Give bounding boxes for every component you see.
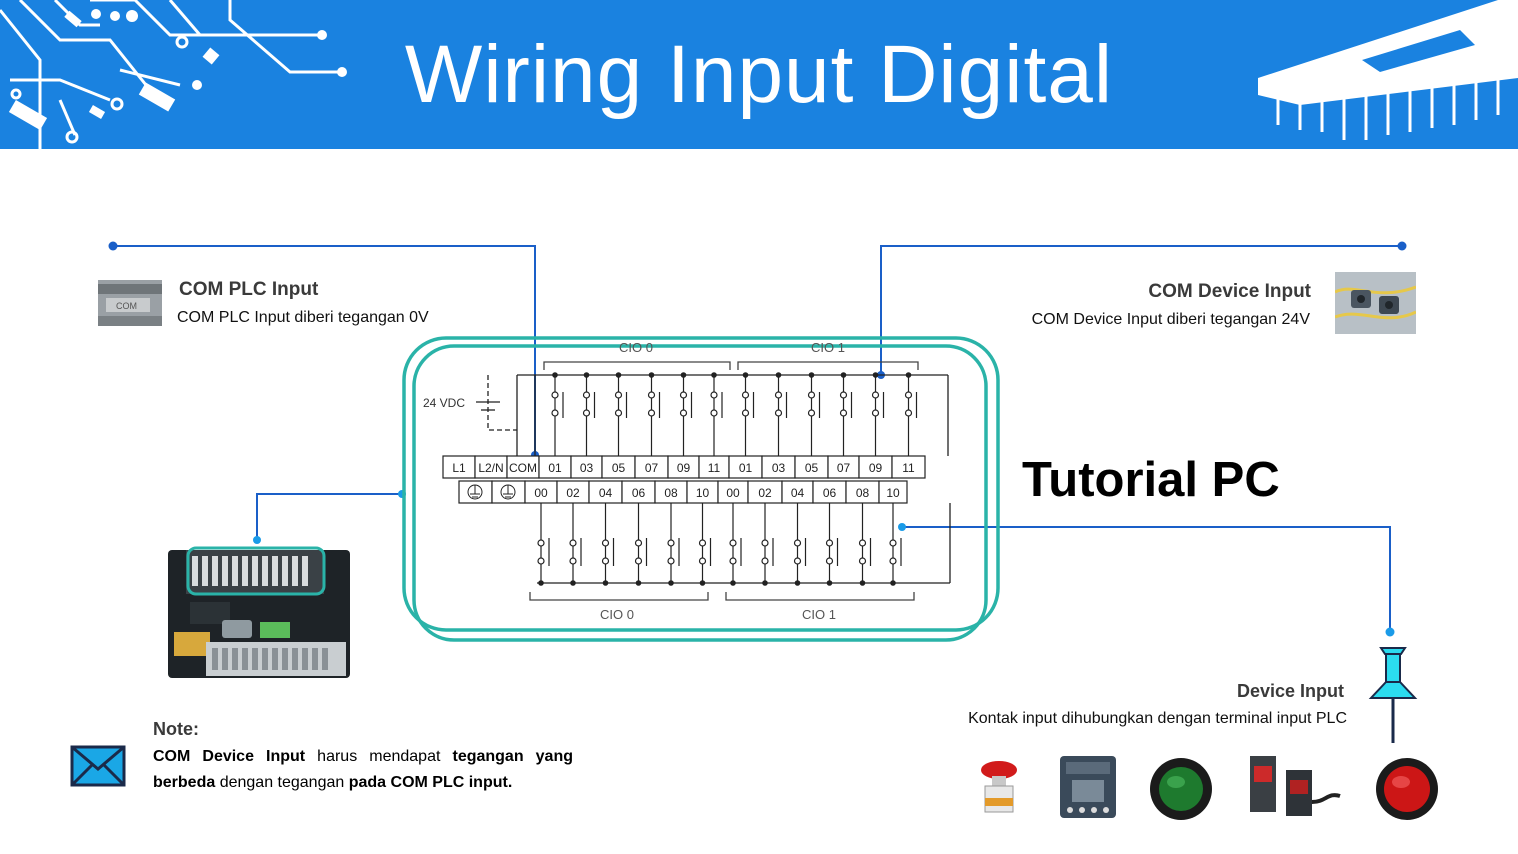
terminal-top-9: 01	[739, 461, 753, 475]
note-text-2: dengan tegangan	[215, 774, 349, 791]
supply-label: 24 VDC	[423, 396, 465, 410]
envelope-icon	[70, 745, 126, 787]
note-bold-3: pada COM PLC input.	[348, 774, 513, 791]
terminal-bottom-11: 10	[886, 486, 900, 500]
note-title: Note:	[153, 719, 199, 739]
input-contact-bottom-7	[761, 503, 774, 583]
terminal-bottom-9: 06	[823, 486, 837, 500]
terminal-top-10: 03	[772, 461, 786, 475]
svg-text:COM: COM	[116, 301, 137, 311]
terminal-top-8: 11	[708, 461, 721, 475]
terminal-top-6: 07	[645, 461, 659, 475]
input-contact-top-11	[807, 375, 821, 456]
input-contact-top-6	[647, 375, 661, 456]
page-title: Wiring Input Digital	[404, 29, 1114, 120]
terminal-bottom-0: 00	[534, 486, 548, 500]
note-text: COM Device Input harus mendapat tegangan…	[153, 744, 573, 796]
note-text-1: harus mendapat	[305, 748, 453, 765]
contactor-photo	[1060, 756, 1116, 818]
watermark-text: Tutorial PC	[1022, 453, 1280, 507]
terminal-top-0: L1	[452, 461, 466, 475]
terminal-top-13: 09	[869, 461, 883, 475]
plc-photo	[168, 546, 350, 678]
terminal-top-1: L2/N	[478, 461, 503, 475]
note-bold-2: tegangan yang berbeda	[153, 748, 573, 791]
input-contact-bottom-1	[569, 503, 582, 583]
red-pushbutton-photo	[1376, 758, 1438, 820]
input-contact-top-10	[774, 375, 788, 456]
terminal-top-2: COM	[509, 461, 537, 475]
emergency-stop-photo	[981, 761, 1017, 813]
input-contact-bottom-0	[537, 503, 550, 583]
group-label-bottom-left: CIO 0	[600, 607, 634, 622]
input-contact-bottom-8	[793, 503, 807, 583]
terminal-top-4: 03	[580, 461, 594, 475]
com-plc-title: COM PLC Input	[179, 279, 319, 300]
input-contact-bottom-9	[825, 503, 839, 583]
com-terminal-photo: COM	[98, 280, 162, 326]
input-contact-top-14	[904, 375, 918, 456]
terminal-top-3: 01	[548, 461, 562, 475]
device-input-title: Device Input	[1236, 681, 1344, 701]
group-label-bottom-right: CIO 1	[802, 607, 836, 622]
group-label-top-right: CIO 1	[811, 340, 845, 355]
terminal-bottom-2: 04	[599, 486, 613, 500]
input-contact-top-7	[679, 375, 693, 456]
input-contact-top-3	[551, 375, 564, 456]
terminal-bottom-10: 08	[856, 486, 870, 500]
terminal-top-11: 05	[805, 461, 819, 475]
terminal-bottom-4: 08	[664, 486, 678, 500]
com-plc-description: COM PLC Input diberi tegangan 0V	[177, 309, 429, 326]
header-banner: Wiring Input Digital	[0, 0, 1518, 149]
input-contact-bottom-6	[729, 503, 742, 583]
input-contact-bottom-5	[698, 503, 712, 583]
input-contact-bottom-11	[889, 503, 902, 583]
terminal-top-7: 09	[677, 461, 691, 475]
terminal-top-5: 05	[612, 461, 626, 475]
com-device-photo	[1335, 272, 1416, 334]
input-contact-bottom-4	[667, 503, 680, 583]
terminal-bottom-8: 04	[791, 486, 805, 500]
terminal-bottom-3: 06	[632, 486, 646, 500]
input-contact-top-5	[614, 375, 628, 456]
input-contact-top-8	[710, 375, 723, 456]
group-label-top-left: CIO 0	[619, 340, 653, 355]
terminal-bottom-5: 10	[696, 486, 710, 500]
circuit-decoration-icon	[0, 0, 1518, 149]
terminal-bottom-1: 02	[566, 486, 580, 500]
input-contact-bottom-10	[858, 503, 872, 583]
input-contact-top-9	[741, 375, 755, 456]
input-contact-bottom-2	[601, 503, 615, 583]
ground-terminal-0	[467, 484, 483, 500]
input-contact-top-4	[582, 375, 596, 456]
terminal-top-12: 07	[837, 461, 851, 475]
green-pushbutton-photo	[1150, 758, 1212, 820]
terminal-bottom-7: 02	[758, 486, 772, 500]
ground-terminal-1	[500, 484, 516, 500]
com-device-description: COM Device Input diberi tegangan 24V	[1031, 311, 1310, 328]
device-input-description: Kontak input dihubungkan dengan terminal…	[968, 710, 1347, 727]
input-contact-top-13	[871, 375, 885, 456]
terminal-top-14: 11	[902, 461, 915, 475]
pushpin-icon	[1368, 647, 1418, 743]
input-contact-bottom-3	[634, 503, 648, 583]
input-contact-top-12	[839, 375, 853, 456]
terminal-bottom-6: 00	[726, 486, 740, 500]
photoelectric-sensor-photo	[1250, 756, 1341, 816]
com-device-title: COM Device Input	[1148, 281, 1311, 302]
note-bold-1: COM Device Input	[153, 748, 306, 765]
